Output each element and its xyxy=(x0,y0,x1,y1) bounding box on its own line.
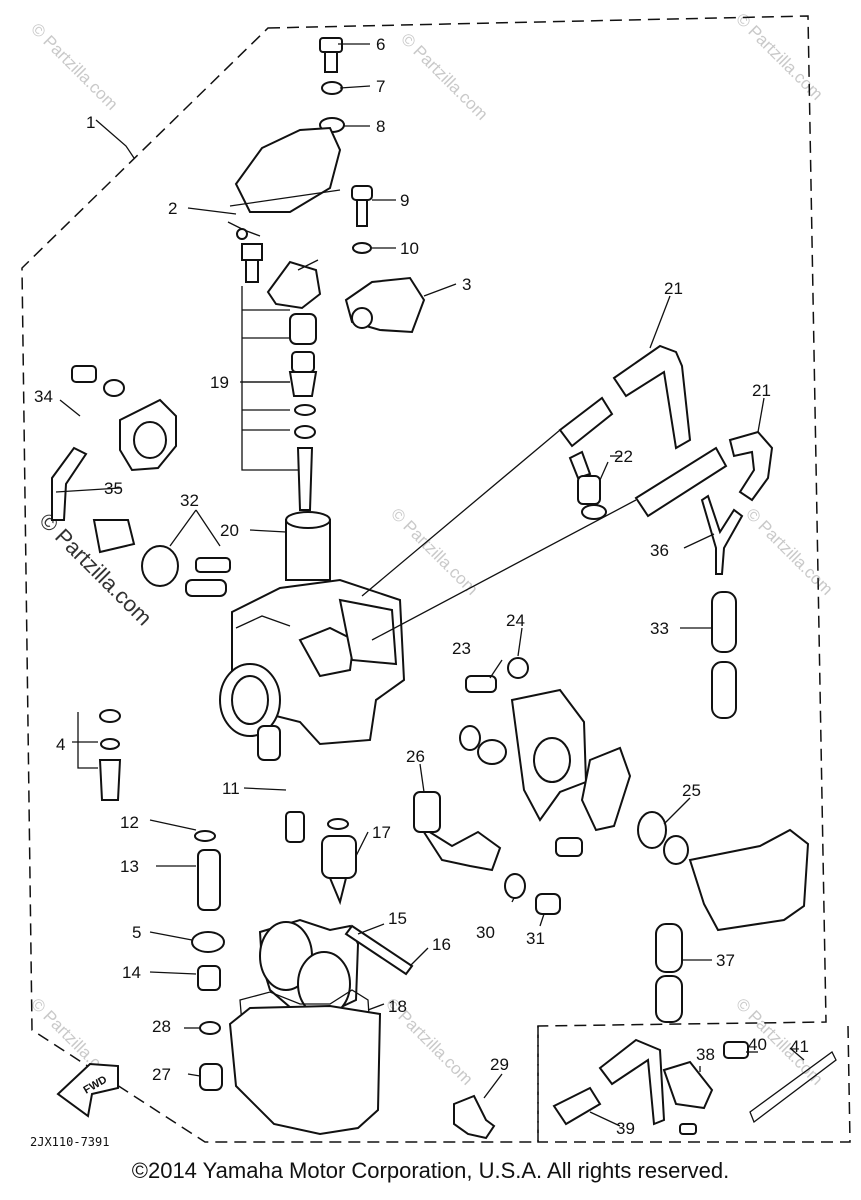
callout-23: 23 xyxy=(452,639,471,658)
callout-34: 34 xyxy=(34,387,53,406)
callout-22: 22 xyxy=(614,447,633,466)
callout-5: 5 xyxy=(132,923,141,942)
callout-24: 24 xyxy=(506,611,525,630)
callout-15: 15 xyxy=(388,909,407,928)
callout-8: 8 xyxy=(376,117,385,136)
callout-36: 36 xyxy=(650,541,669,560)
part-carburetor-body xyxy=(219,578,406,761)
callout-17: 17 xyxy=(372,823,391,842)
drawing-code: 2JX110-7391 xyxy=(30,1135,109,1149)
callout-39: 39 xyxy=(616,1119,635,1138)
part-group-linkage xyxy=(413,657,810,932)
callout-2: 2 xyxy=(168,199,177,218)
part-group-drain xyxy=(552,923,837,1135)
callouts: 1 2 3 4 5 6 7 8 9 10 11 12 13 14 15 16 1… xyxy=(34,35,809,1138)
callout-1: 1 xyxy=(86,113,95,132)
callout-35: 35 xyxy=(104,479,123,498)
callout-9: 9 xyxy=(400,191,409,210)
callout-27: 27 xyxy=(152,1065,171,1084)
watermark: © Partzilla.com xyxy=(387,504,481,598)
callout-4: 4 xyxy=(56,735,65,754)
callout-41: 41 xyxy=(790,1037,809,1056)
part-group-jets xyxy=(77,709,305,991)
watermark: © Partzilla.com xyxy=(742,504,836,598)
part-float-bowl xyxy=(199,1004,496,1140)
callout-11: 11 xyxy=(222,779,240,798)
copyright-notice: ©2014 Yamaha Motor Corporation, U.S.A. A… xyxy=(131,1158,730,1183)
leader-lines xyxy=(55,43,805,1127)
callout-19: 19 xyxy=(210,373,229,392)
callout-16: 16 xyxy=(432,935,451,954)
callout-33: 33 xyxy=(650,619,669,638)
part-group-choke xyxy=(51,365,231,597)
callout-32: 32 xyxy=(180,491,199,510)
callout-6: 6 xyxy=(376,35,385,54)
callout-7: 7 xyxy=(376,77,385,96)
callout-28: 28 xyxy=(152,1017,171,1036)
callout-40: 40 xyxy=(748,1035,767,1054)
part-group-vent-hoses xyxy=(361,344,774,719)
callout-31: 31 xyxy=(526,929,545,948)
callout-38: 38 xyxy=(696,1045,715,1064)
callout-10: 10 xyxy=(400,239,419,258)
part-group-top-cap xyxy=(227,37,345,240)
callout-26: 26 xyxy=(406,747,425,766)
part-group-float xyxy=(239,818,414,1049)
part-group-throttle-stop xyxy=(241,185,426,334)
assembly-outline xyxy=(21,15,851,1143)
watermark: © Partzilla.com xyxy=(27,19,121,113)
callout-13: 13 xyxy=(120,857,139,876)
watermark: © Partzilla.com xyxy=(397,29,491,123)
callout-25: 25 xyxy=(682,781,701,800)
fwd-arrow: FWD xyxy=(56,1062,119,1118)
part-group-throttle-valve xyxy=(241,286,331,581)
callout-18: 18 xyxy=(388,997,407,1016)
callout-12: 12 xyxy=(120,813,139,832)
watermark: © Partzilla.com xyxy=(732,9,826,103)
callout-21a: 21 xyxy=(664,279,683,298)
callout-3: 3 xyxy=(462,275,471,294)
callout-21b: 21 xyxy=(752,381,771,400)
callout-37: 37 xyxy=(716,951,735,970)
callout-20: 20 xyxy=(220,521,239,540)
callout-14: 14 xyxy=(122,963,141,982)
callout-30: 30 xyxy=(476,923,495,942)
callout-29: 29 xyxy=(490,1055,509,1074)
